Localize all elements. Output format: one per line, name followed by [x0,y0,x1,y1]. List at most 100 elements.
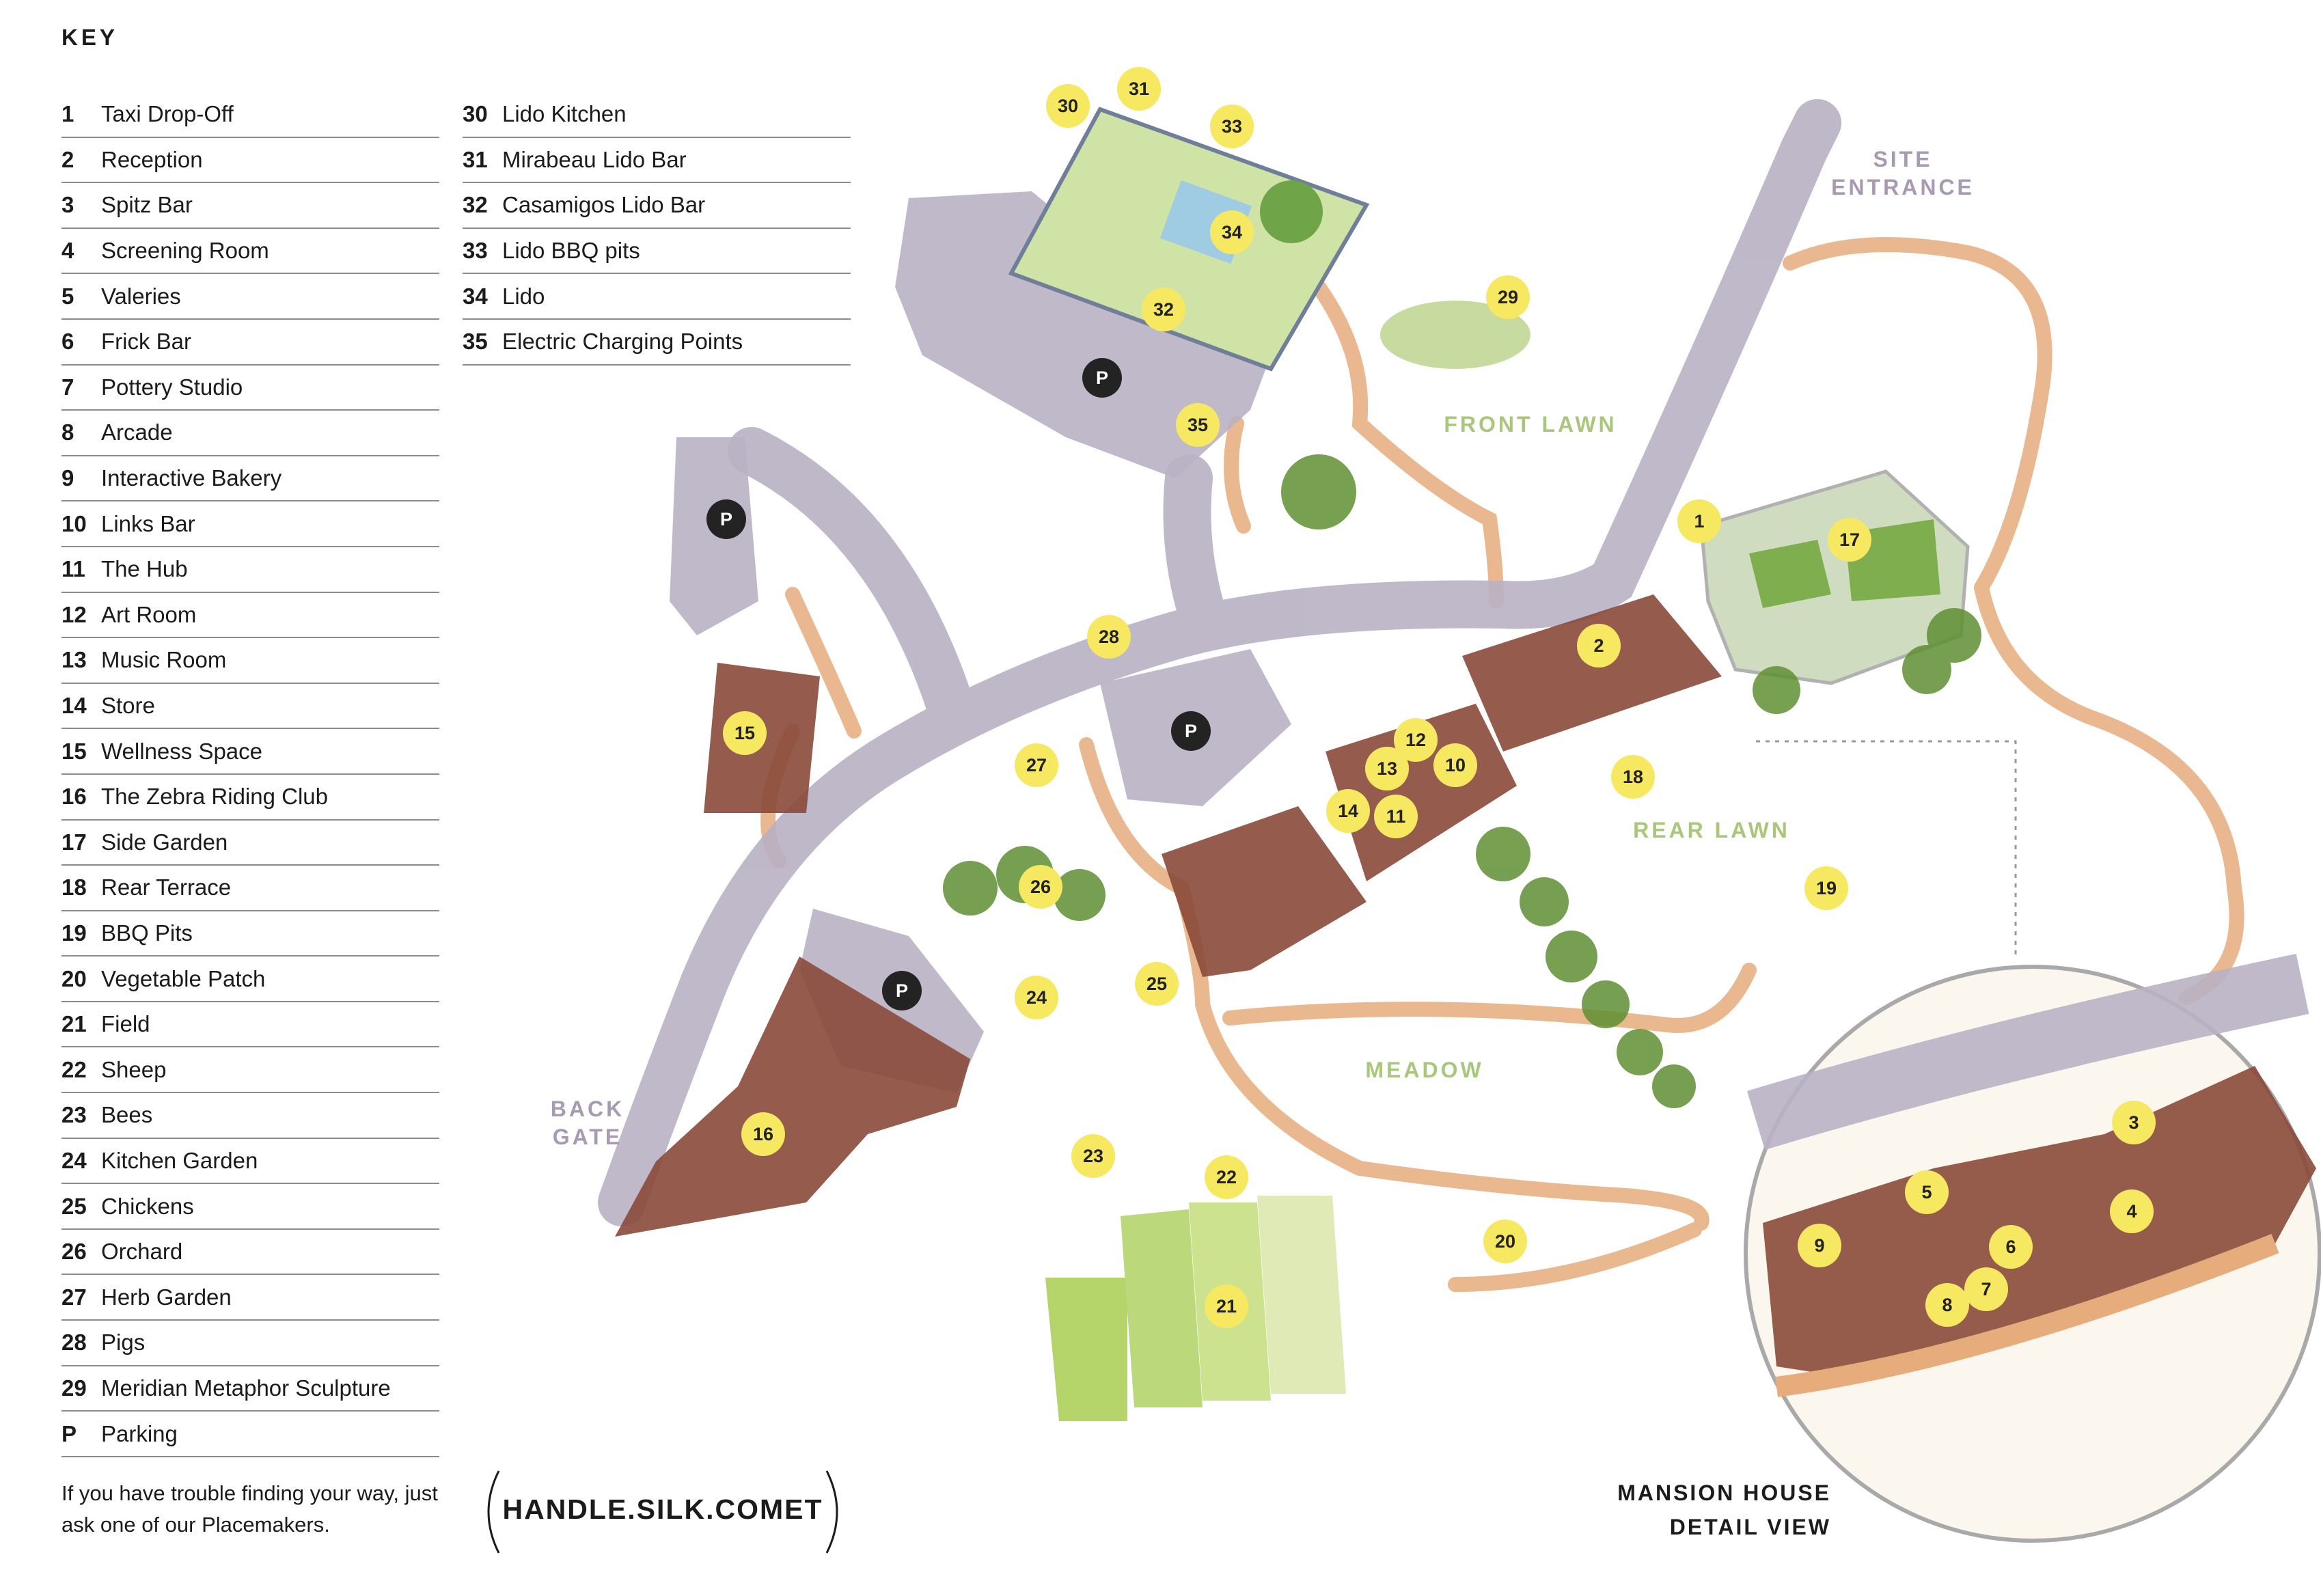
marker-29[interactable]: 29 [1486,275,1530,319]
marker-7[interactable]: 7 [1964,1267,2008,1311]
key-label: Music Room [101,647,227,673]
mansion-detail-view [1744,953,2321,1543]
marker-27[interactable]: 27 [1015,743,1058,787]
key-number: 30 [463,101,488,127]
marker-11[interactable]: 11 [1374,795,1418,838]
marker-24[interactable]: 24 [1015,976,1058,1019]
detail-view-label-line-1: MANSION HOUSE [1617,1481,1831,1505]
key-number: 27 [61,1284,87,1310]
marker-25[interactable]: 25 [1135,962,1179,1006]
parking-marker[interactable]: P [706,499,746,539]
key-number: 14 [61,693,87,719]
key-label: Lido BBQ pits [502,238,640,264]
marker-1[interactable]: 1 [1677,499,1721,543]
marker-13[interactable]: 13 [1365,747,1409,790]
code-brackets [487,1470,838,1554]
marker-26[interactable]: 26 [1019,865,1062,909]
roads [598,99,1841,1226]
key-row: 12 Art Room [61,593,439,639]
key-number: 21 [61,1011,87,1037]
marker-33[interactable]: 33 [1210,105,1254,148]
marker-34[interactable]: 34 [1210,210,1254,254]
marker-32[interactable]: 32 [1142,288,1185,331]
marker-22[interactable]: 22 [1205,1155,1248,1199]
key-label: Chickens [101,1193,194,1219]
key-number: 34 [463,283,488,309]
marker-18[interactable]: 18 [1611,755,1655,799]
key-label: Reception [101,146,203,172]
marker-30[interactable]: 30 [1046,84,1090,128]
key-number: 3 [61,192,74,218]
key-number: 24 [61,1147,87,1173]
key-number: 28 [61,1330,87,1356]
site-entrance-label: SITE ENTRANCE [1824,146,1981,202]
key-number: 20 [61,965,87,991]
key-number: 4 [61,238,74,264]
key-number: 15 [61,738,87,764]
key-label: Kitchen Garden [101,1147,258,1173]
marker-9[interactable]: 9 [1798,1224,1841,1267]
key-row: 8 Arcade [61,411,439,456]
key-number: 32 [463,192,488,218]
marker-31[interactable]: 31 [1117,67,1161,111]
detail-view-label: MANSION HOUSE DETAIL VIEW [1571,1476,1831,1544]
marker-16[interactable]: 16 [741,1112,785,1156]
marker-28[interactable]: 28 [1087,615,1131,659]
parking-marker[interactable]: P [882,971,922,1010]
key-label: Art Room [101,601,197,627]
marker-4[interactable]: 4 [2110,1189,2154,1233]
marker-17[interactable]: 17 [1828,518,1871,562]
key-label: Vegetable Patch [101,965,266,991]
marker-20[interactable]: 20 [1483,1220,1527,1263]
front-lawn-label: FRONT LAWN [1444,412,1617,437]
key-number: 9 [61,465,74,491]
key-number: 12 [61,601,87,627]
key-label: Pigs [101,1330,146,1356]
key-label: Arcade [101,419,173,445]
marker-6[interactable]: 6 [1989,1225,2033,1269]
marker-2[interactable]: 2 [1577,624,1621,668]
key-number: 8 [61,419,74,445]
back-gate-label-line-1: BACK [550,1097,625,1121]
marker-15[interactable]: 15 [723,711,767,755]
key-label: Rear Terrace [101,875,232,900]
marker-35[interactable]: 35 [1176,403,1220,447]
marker-21[interactable]: 21 [1205,1284,1248,1328]
marker-23[interactable]: 23 [1071,1134,1115,1178]
detail-view-label-line-2: DETAIL VIEW [1669,1515,1831,1539]
key-label: Links Bar [101,510,195,536]
rear-lawn-boundary [1756,740,2017,957]
parking-marker[interactable]: P [1082,358,1122,398]
marker-19[interactable]: 19 [1804,866,1848,910]
key-number: 25 [61,1193,87,1219]
key-number: 11 [61,556,85,582]
parking-marker[interactable]: P [1171,711,1211,751]
key-row: 20 Vegetable Patch [61,957,439,1002]
key-label: Spitz Bar [101,192,193,218]
key-number: 19 [61,920,87,946]
key-row: 25 Chickens [61,1184,439,1230]
marker-8[interactable]: 8 [1925,1283,1969,1327]
marker-14[interactable]: 14 [1326,789,1370,833]
marker-10[interactable]: 10 [1433,743,1477,787]
location-code-box: HANDLE.SILK.COMET [478,1468,847,1556]
marker-3[interactable]: 3 [2112,1101,2156,1144]
key-label: Lido [502,283,545,309]
marker-5[interactable]: 5 [1905,1170,1949,1214]
site-entrance-label-line-2: ENTRANCE [1831,175,1975,200]
